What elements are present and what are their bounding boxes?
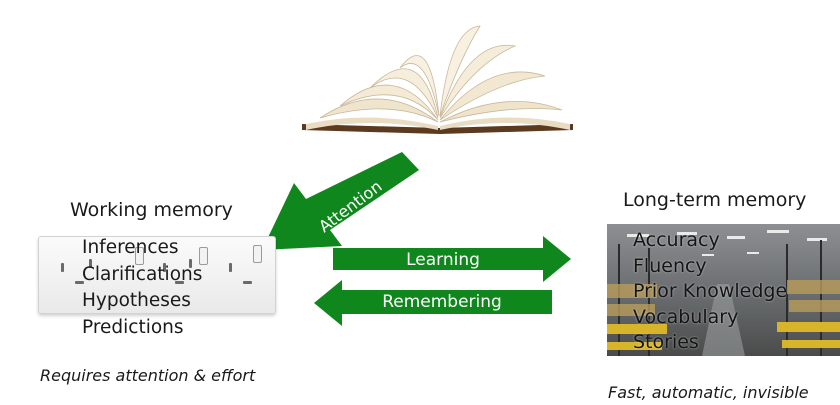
list-item: Hypotheses (82, 290, 191, 311)
list-item: Stories (633, 331, 699, 353)
list-item: Clarifications (82, 263, 203, 285)
working-memory-note: Requires attention & effort (40, 366, 256, 385)
learning-label: Learning (406, 250, 480, 270)
list-item: Predictions (82, 316, 184, 338)
long-term-memory-note: Fast, automatic, invisible (608, 383, 809, 402)
remembering-label: Remembering (382, 292, 502, 312)
learning-arrow (333, 236, 571, 282)
list-item: Prior Knowledge (633, 280, 788, 302)
open-book-icon (302, 25, 573, 134)
long-term-memory-title: Long-term memory (623, 189, 807, 211)
list-item: Accuracy (633, 229, 720, 251)
working-memory-list: Inferences Clarifications Hypotheses Pre… (82, 235, 202, 341)
working-memory-title: Working memory (70, 199, 233, 221)
long-term-memory-list: Accuracy Fluency Prior Knowledge Vocabul… (633, 228, 787, 356)
list-item: Vocabulary (633, 305, 739, 328)
list-item: Inferences (82, 237, 179, 258)
attention-arrow: Attention (262, 152, 419, 250)
warehouse-image (607, 224, 840, 356)
power-strip-icon (38, 236, 276, 314)
list-item: Fluency (633, 254, 707, 277)
remembering-arrow (314, 280, 552, 326)
